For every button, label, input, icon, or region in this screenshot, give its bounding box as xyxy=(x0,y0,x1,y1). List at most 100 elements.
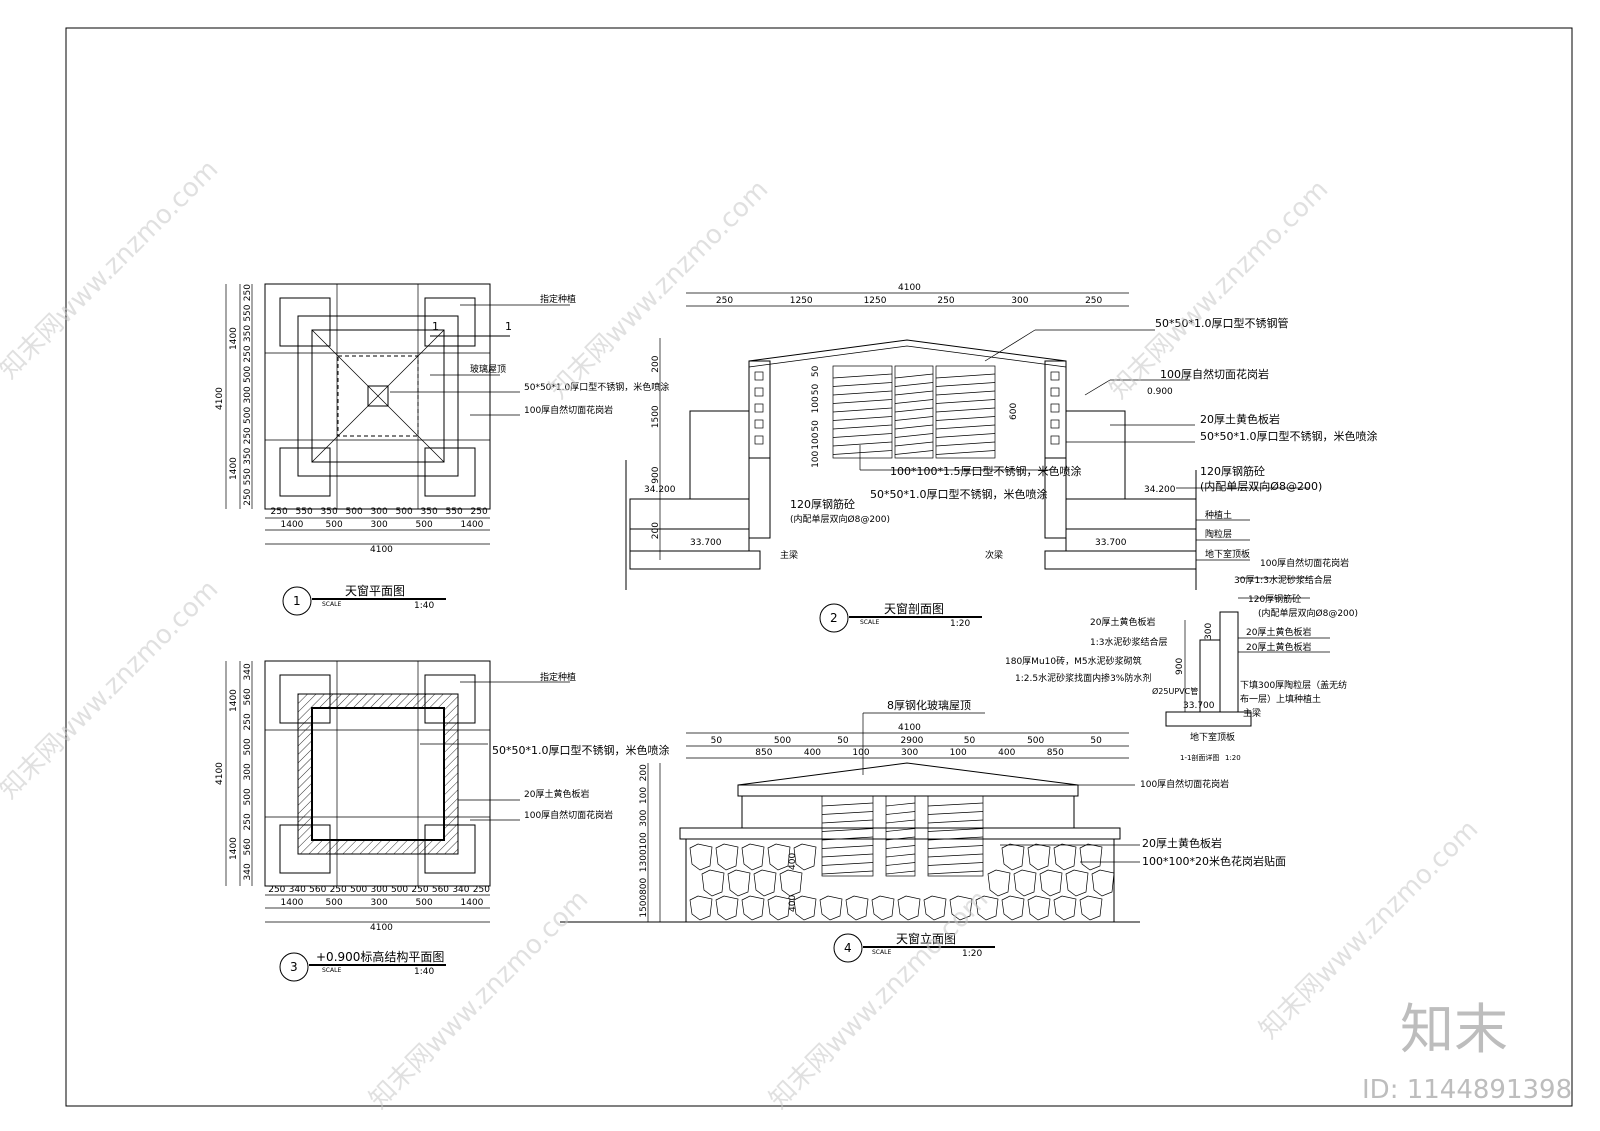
detail-label-5: 1:3水泥砂浆结合层 xyxy=(1090,636,1168,648)
louver-blade xyxy=(894,407,934,413)
structure-dim-bottom-0: 250 xyxy=(268,885,285,895)
louver-blade xyxy=(927,870,984,875)
louver-blade xyxy=(832,450,893,455)
structure-dim-left-3: 500 xyxy=(243,738,253,755)
stone-tile xyxy=(767,895,791,921)
structure-dim-bottom-1: 340 xyxy=(289,885,306,895)
plan-dim-mid-3: 500 xyxy=(416,520,433,530)
louver-blade xyxy=(885,862,916,866)
elevation-label-1: 100厚自然切面花岗岩 xyxy=(1140,778,1229,790)
plan-section-mark-2: 1 xyxy=(505,320,512,333)
elevation-dim-inner-6: 850 xyxy=(1047,748,1064,758)
structure-dim-bottom-4: 500 xyxy=(350,885,367,895)
stone-tile xyxy=(793,843,817,871)
structure-dim-left-4: 300 xyxy=(243,763,253,780)
louver-blade xyxy=(894,441,934,447)
plan-label-0: 指定种植 xyxy=(540,293,576,305)
section-dim-left-3: 200 xyxy=(651,522,661,539)
elevation-scale: 1:20 xyxy=(962,949,982,959)
pier-bolt xyxy=(754,403,764,413)
plan-dim-left-major-1: 1400 xyxy=(229,457,239,480)
stone-tile xyxy=(1039,869,1063,897)
structure-title: +0.900标高结构平面图 xyxy=(316,949,444,964)
plan-dim-mid-2: 300 xyxy=(371,520,388,530)
section-dim-top-2: 1250 xyxy=(864,296,887,306)
plan-dim-left-4: 500 xyxy=(243,366,253,383)
section-label-8: 120厚钢筋砼 xyxy=(1200,464,1265,478)
plan-dim-left-6: 500 xyxy=(243,407,253,424)
stone-tile xyxy=(701,869,725,897)
plan-scale: 1:40 xyxy=(414,601,434,611)
louver-blade xyxy=(821,845,874,849)
stone-tile xyxy=(1079,895,1103,921)
plan-dim-left-3: 250 xyxy=(243,345,253,362)
section-dim-left-1: 1500 xyxy=(651,405,661,428)
elevation-dim-top-2: 50 xyxy=(837,736,849,746)
stone-tile xyxy=(897,895,921,921)
louver-blade xyxy=(927,828,984,832)
plan-dim-mid-4: 1400 xyxy=(461,520,484,530)
plan-scale-word: SCALE xyxy=(322,601,341,608)
louver-blade xyxy=(935,416,996,421)
section-dim-louver-4: 100 xyxy=(811,432,821,449)
section-elev-low-right: 33.700 xyxy=(1095,538,1127,548)
louver-blade xyxy=(832,373,893,379)
louver-blade xyxy=(894,416,934,421)
detail-pipe: Ø25UPVC管 xyxy=(1152,686,1198,696)
louver-blade xyxy=(927,853,984,858)
pier-bolt xyxy=(1050,371,1060,381)
structure-dim-left-1: 560 xyxy=(243,688,253,705)
louver-blade xyxy=(885,811,916,815)
section-number: 2 xyxy=(830,611,838,625)
louver-panel xyxy=(927,795,984,877)
structure-dim-bottom-7: 250 xyxy=(411,885,428,895)
elevation-dim-total: 4100 xyxy=(898,723,921,733)
elevation-dim-top-3: 2900 xyxy=(901,736,924,746)
section-label-5: 50*50*1.0厚口型不锈钢，米色喷涂 xyxy=(870,487,1048,501)
elevation-dim-top-0: 50 xyxy=(711,736,723,746)
section-dim-top-1: 1250 xyxy=(790,296,813,306)
structure-dim-left-5: 500 xyxy=(243,788,253,805)
louver-blade xyxy=(927,802,984,807)
detail-label-7: 20厚土黄色板岩 xyxy=(1246,641,1311,653)
watermark-text: 知末网www.znzmo.com xyxy=(764,884,995,1115)
structure-dim-left-2: 250 xyxy=(243,713,253,730)
elevation-dim-top-6: 50 xyxy=(1090,736,1102,746)
section-label-0: 50*50*1.0厚口型不锈钢管 xyxy=(1155,316,1289,330)
section-label-11: 陶粒层 xyxy=(1205,528,1232,540)
structure-dim-left-0: 340 xyxy=(243,663,253,680)
plan-dim-mid-0: 1400 xyxy=(281,520,304,530)
plan-dim-top-2: 350 xyxy=(321,507,338,517)
louver-blade xyxy=(885,870,916,875)
structure-dim-total: 4100 xyxy=(370,923,393,933)
section-label-9: (内配单层双向Ø8@200) xyxy=(1200,479,1322,493)
louver-blade xyxy=(821,828,874,832)
elevation-dim-left-3: 100 xyxy=(639,832,649,849)
louver-blade xyxy=(885,845,916,849)
detail-dim-1: 900 xyxy=(1175,658,1185,675)
section-elev-left: 34.200 xyxy=(644,485,676,495)
section-label-4: 100*100*1.5厚口型不锈钢，米色喷涂 xyxy=(890,464,1081,478)
detail-elev: 33.700 xyxy=(1183,701,1215,711)
structure-dim-mid-1: 500 xyxy=(326,898,343,908)
elevation-label-0: 8厚钢化玻璃屋顶 xyxy=(887,698,971,712)
structure-dim-bottom-3: 250 xyxy=(330,885,347,895)
section-label-2: 20厚土黄色板岩 xyxy=(1200,412,1280,426)
louver-blade xyxy=(935,441,996,447)
stone-tile xyxy=(753,869,777,897)
elevation-dim-left-2: 300 xyxy=(639,809,649,826)
structure-dim-mid-4: 1400 xyxy=(461,898,484,908)
plan-dim-top-8: 250 xyxy=(471,507,488,517)
plan-dim-top-5: 500 xyxy=(396,507,413,517)
section-dim-top-5: 250 xyxy=(1085,296,1102,306)
section-elev-low-left: 33.700 xyxy=(690,538,722,548)
louver-blade xyxy=(821,862,874,866)
elevation-dim-inner-0: 850 xyxy=(755,748,772,758)
stone-tile xyxy=(1065,869,1089,897)
louver-blade xyxy=(894,424,934,430)
detail-scale: 1:20 xyxy=(1225,754,1241,762)
stone-tile xyxy=(689,895,713,921)
detail-title: 1-1剖面详图 xyxy=(1180,753,1219,762)
